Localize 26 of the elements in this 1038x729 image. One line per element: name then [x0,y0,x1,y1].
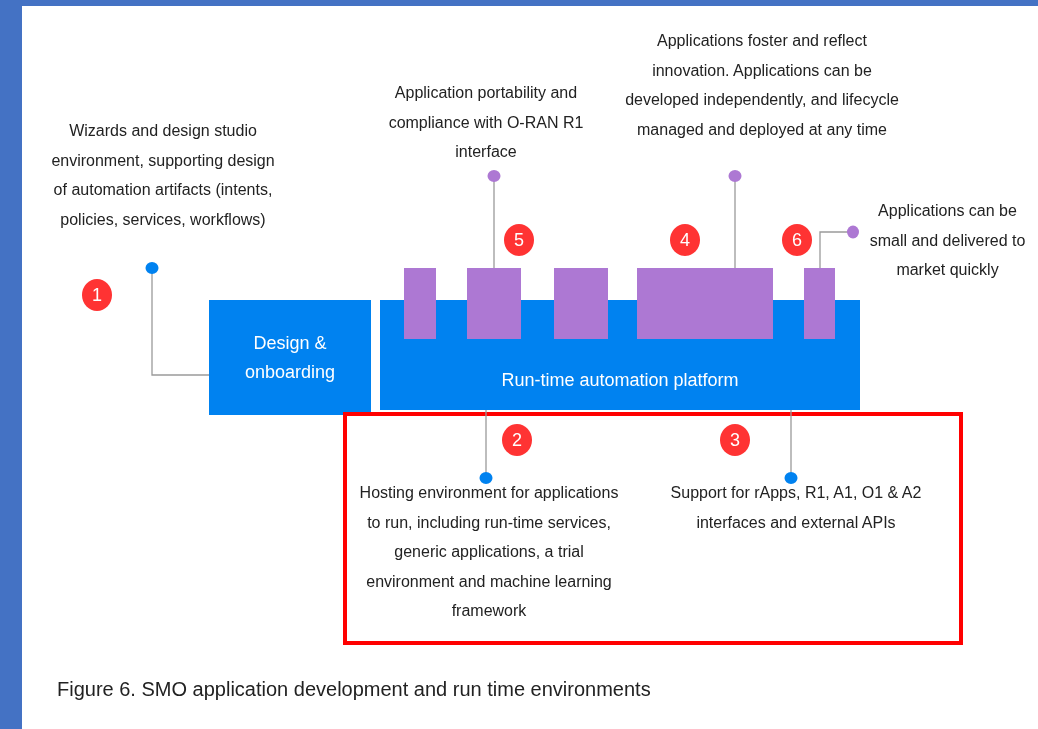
leader-line [479,409,493,484]
callout-number: 5 [504,224,534,256]
highlight-frame [343,412,963,645]
callout-number: 4 [670,224,700,256]
callout-text: Wizards and design studio environment, supporting design of automation artifacts (intents, policies, services, workflows) [44,116,282,268]
figure-caption: Figure 6. SMO application development and run time environments [57,678,651,701]
callout-text: Applications foster and reflect innovation. Applications can be developed independently, and lifecycle managed and deployed at any time [620,26,904,176]
leader-line [819,225,859,269]
application-block [467,268,521,339]
callout-number: 1 [82,279,112,311]
callout-number: 6 [782,224,812,256]
callout-text: Applications can be small and delivered to market quickly [853,196,1033,286]
callout-number: 2 [502,424,532,456]
application-block [554,268,608,339]
leader-line [487,170,501,269]
application-block [404,268,436,339]
leader-line [728,170,742,269]
callout-text: Hosting environment for applications to run, including run-time services, generic applications, a trial environment and machine learning framework [353,478,625,636]
leader-line [784,409,798,484]
process-box: Design & onboarding [209,300,371,415]
callout-text: Support for rApps, R1, A1, O1 & A2 interfaces and external APIs [654,478,938,538]
application-block [637,268,773,339]
leader-line [145,262,210,376]
application-block [804,268,835,339]
callout-number: 3 [720,424,750,456]
callout-text: Application portability and compliance with O-RAN R1 interface [364,78,608,176]
